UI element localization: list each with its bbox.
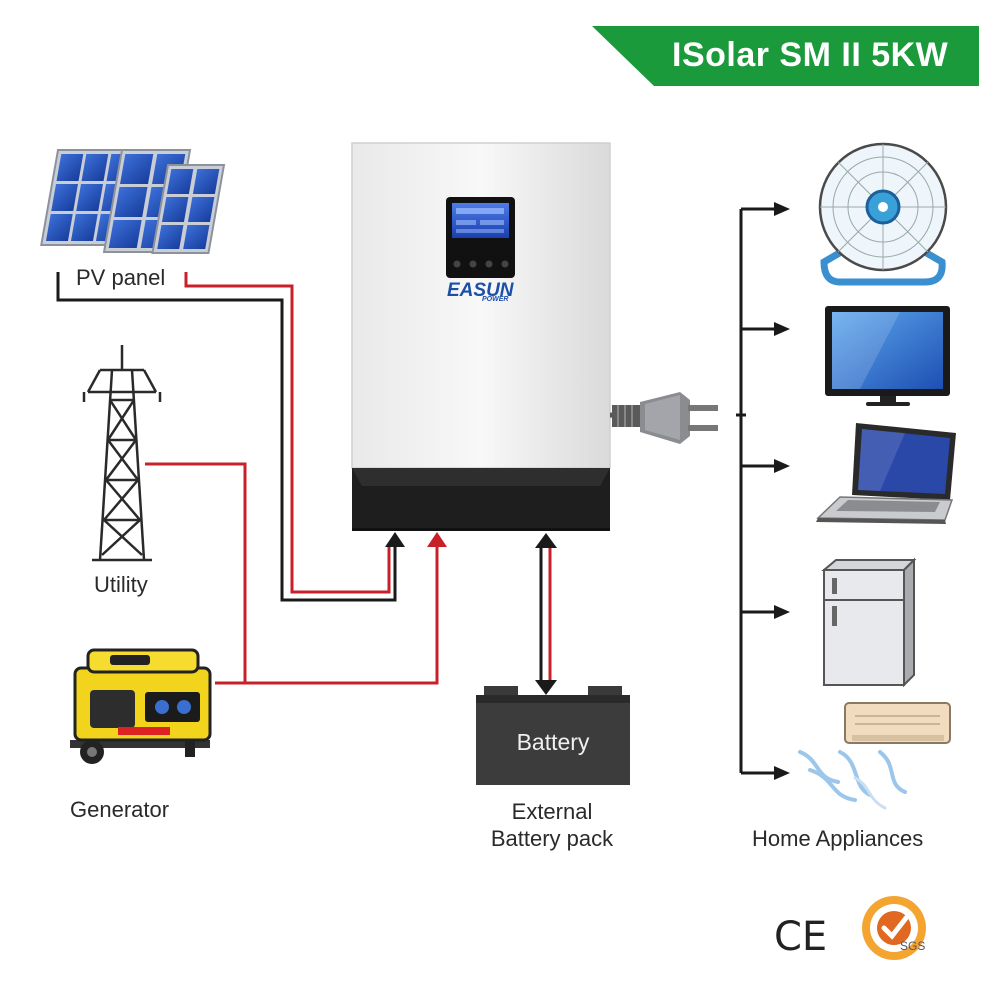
wires (56, 207, 775, 775)
generator-icon (70, 648, 212, 764)
utility-red-wire (145, 462, 247, 683)
arrow-fan (774, 202, 790, 216)
fan-icon (818, 142, 948, 286)
arrow-ac (774, 766, 790, 780)
utility-label: Utility (94, 572, 148, 597)
laptop-icon (816, 423, 956, 524)
battery-pack-label-2: Battery pack (490, 826, 614, 851)
pv-panel-label: PV panel (76, 265, 166, 290)
arrow-pv-in (385, 532, 405, 547)
generator-label: Generator (70, 797, 170, 822)
svg-text:CE: CE (774, 914, 827, 960)
inverter-lcd (446, 197, 515, 278)
battery-label: Battery (517, 729, 590, 755)
fridge-icon (821, 557, 917, 688)
arrow-tv (774, 322, 790, 336)
inverter-brand: EASUN (447, 280, 515, 301)
pv-black-wire (56, 272, 397, 602)
pv-red-wire (184, 272, 391, 594)
arrow-laptop (774, 459, 790, 473)
power-tower-icon (82, 345, 162, 562)
arrow-battery-down (535, 680, 557, 695)
battery-pack-label-1: External (511, 799, 593, 824)
svg-text:SGS: SGS (900, 939, 925, 953)
air-conditioner-icon (798, 702, 951, 810)
arrow-grid-in (427, 532, 447, 547)
solar-panel-icon (40, 149, 226, 254)
sgs-seal-icon: SGS (862, 896, 926, 960)
generator-red-wire (215, 545, 439, 685)
page-title: ISolar SM II 5KW (672, 36, 949, 74)
tv-icon (825, 306, 950, 406)
inverter-brand-sub: POWER (482, 296, 508, 303)
plug-icon (609, 392, 718, 444)
arrow-fridge (774, 605, 790, 619)
arrow-battery-up (535, 533, 557, 548)
title-banner (592, 26, 979, 86)
arrows (385, 202, 790, 780)
home-appliances-label: Home Appliances (752, 826, 924, 851)
ce-mark-icon: CE (774, 914, 827, 960)
battery-icon (476, 686, 630, 785)
